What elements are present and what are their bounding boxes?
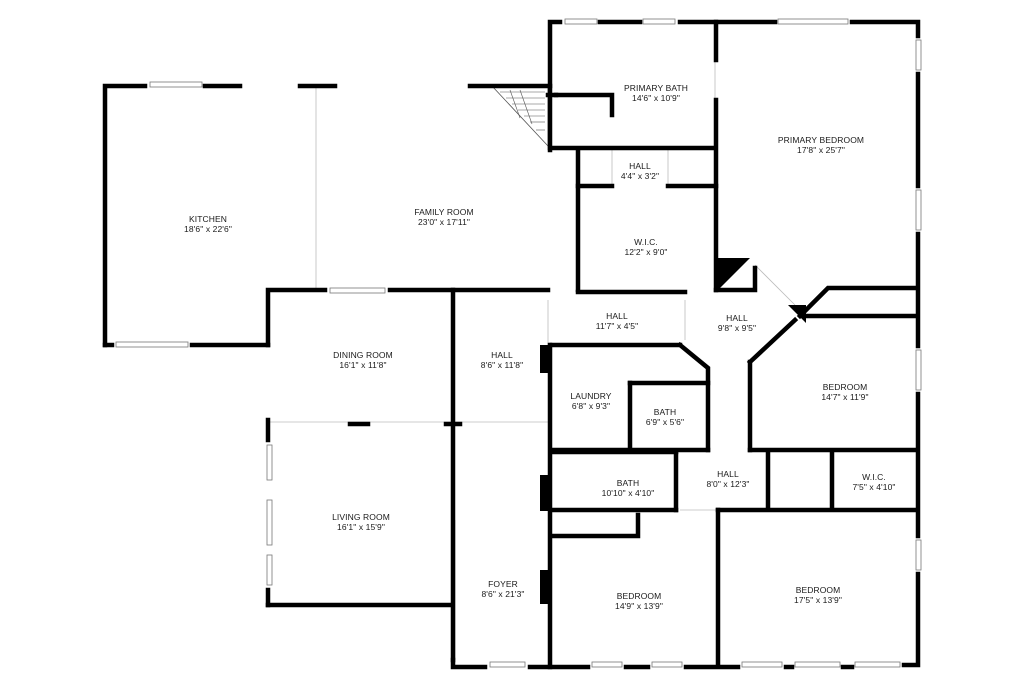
room-dims: 17'8" x 25'7" bbox=[797, 145, 845, 155]
room-name: FOYER bbox=[488, 579, 518, 589]
room-hall-a: HALL 11'7" x 4'5" bbox=[596, 311, 638, 331]
room-living-room: LIVING ROOM 16'1" x 15'9" bbox=[332, 512, 390, 532]
room-dims: 8'0" x 12'3" bbox=[706, 479, 749, 489]
room-dims: 16'1" x 11'8" bbox=[339, 360, 386, 370]
room-name: BEDROOM bbox=[617, 591, 662, 601]
room-name: BEDROOM bbox=[796, 585, 841, 595]
room-dims: 12'2" x 9'0" bbox=[624, 247, 667, 257]
room-wic-east: W.I.C. 7'5" x 4'10" bbox=[852, 472, 895, 492]
room-name: HALL bbox=[726, 313, 748, 323]
room-name: KITCHEN bbox=[189, 214, 227, 224]
room-dims: 6'9" x 5'6" bbox=[646, 417, 684, 427]
wall-fills bbox=[540, 258, 806, 604]
room-dims: 16'1" x 15'9" bbox=[337, 522, 385, 532]
room-name: PRIMARY BEDROOM bbox=[778, 135, 864, 145]
room-hall-d: HALL 8'0" x 12'3" bbox=[706, 469, 749, 489]
room-kitchen: KITCHEN 18'6" x 22'6" bbox=[184, 214, 232, 234]
room-dims: 14'7" x 11'9" bbox=[821, 392, 868, 402]
room-laundry: LAUNDRY 6'8" x 9'3" bbox=[570, 391, 611, 411]
room-dims: 14'6" x 10'9" bbox=[632, 93, 680, 103]
room-name: HALL bbox=[717, 469, 739, 479]
room-dims: 18'6" x 22'6" bbox=[184, 224, 232, 234]
stairs bbox=[491, 85, 549, 148]
room-bedroom-southeast: BEDROOM 17'5" x 13'9" bbox=[794, 585, 842, 605]
room-family-room: FAMILY ROOM 23'0" x 17'11" bbox=[414, 207, 473, 227]
room-dims: 8'6" x 11'8" bbox=[481, 360, 523, 370]
room-bedroom-east: BEDROOM 14'7" x 11'9" bbox=[821, 382, 868, 402]
room-name: BATH bbox=[617, 478, 639, 488]
room-labels: PRIMARY BATH 14'6" x 10'9" PRIMARY BEDRO… bbox=[184, 83, 895, 611]
room-name: DINING ROOM bbox=[333, 350, 393, 360]
room-hall-b: HALL 9'8" x 9'5" bbox=[718, 313, 756, 333]
room-wic-primary: W.I.C. 12'2" x 9'0" bbox=[624, 237, 667, 257]
room-bath-hall: BATH 10'10" x 4'10" bbox=[602, 478, 655, 498]
room-name: W.I.C. bbox=[634, 237, 658, 247]
room-dims: 7'5" x 4'10" bbox=[852, 482, 895, 492]
room-name: PRIMARY BATH bbox=[624, 83, 688, 93]
room-name: LAUNDRY bbox=[570, 391, 611, 401]
room-name: BATH bbox=[654, 407, 676, 417]
room-dims: 11'7" x 4'5" bbox=[596, 321, 638, 331]
room-hall-c: HALL 8'6" x 11'8" bbox=[481, 350, 523, 370]
room-name: HALL bbox=[491, 350, 513, 360]
room-dims: 17'5" x 13'9" bbox=[794, 595, 842, 605]
room-name: HALL bbox=[629, 161, 651, 171]
room-name: W.I.C. bbox=[862, 472, 886, 482]
room-name: FAMILY ROOM bbox=[414, 207, 473, 217]
room-foyer: FOYER 8'6" x 21'3" bbox=[481, 579, 524, 599]
room-primary-bedroom: PRIMARY BEDROOM 17'8" x 25'7" bbox=[778, 135, 864, 155]
room-name: LIVING ROOM bbox=[332, 512, 390, 522]
windows bbox=[115, 18, 922, 668]
room-bedroom-south: BEDROOM 14'9" x 13'9" bbox=[615, 591, 663, 611]
room-dims: 4'4" x 3'2" bbox=[621, 171, 659, 181]
room-dims: 6'8" x 9'3" bbox=[572, 401, 610, 411]
walls bbox=[102, 19, 921, 670]
room-dims: 9'8" x 9'5" bbox=[718, 323, 756, 333]
room-dims: 14'9" x 13'9" bbox=[615, 601, 663, 611]
room-dims: 23'0" x 17'11" bbox=[418, 217, 470, 227]
room-name: HALL bbox=[606, 311, 628, 321]
room-primary-bath: PRIMARY BATH 14'6" x 10'9" bbox=[624, 83, 688, 103]
room-dims: 10'10" x 4'10" bbox=[602, 488, 655, 498]
room-bath-small: BATH 6'9" x 5'6" bbox=[646, 407, 684, 427]
room-dining-room: DINING ROOM 16'1" x 11'8" bbox=[333, 350, 393, 370]
room-name: BEDROOM bbox=[823, 382, 868, 392]
room-hall-small: HALL 4'4" x 3'2" bbox=[621, 161, 659, 181]
room-dims: 8'6" x 21'3" bbox=[481, 589, 524, 599]
